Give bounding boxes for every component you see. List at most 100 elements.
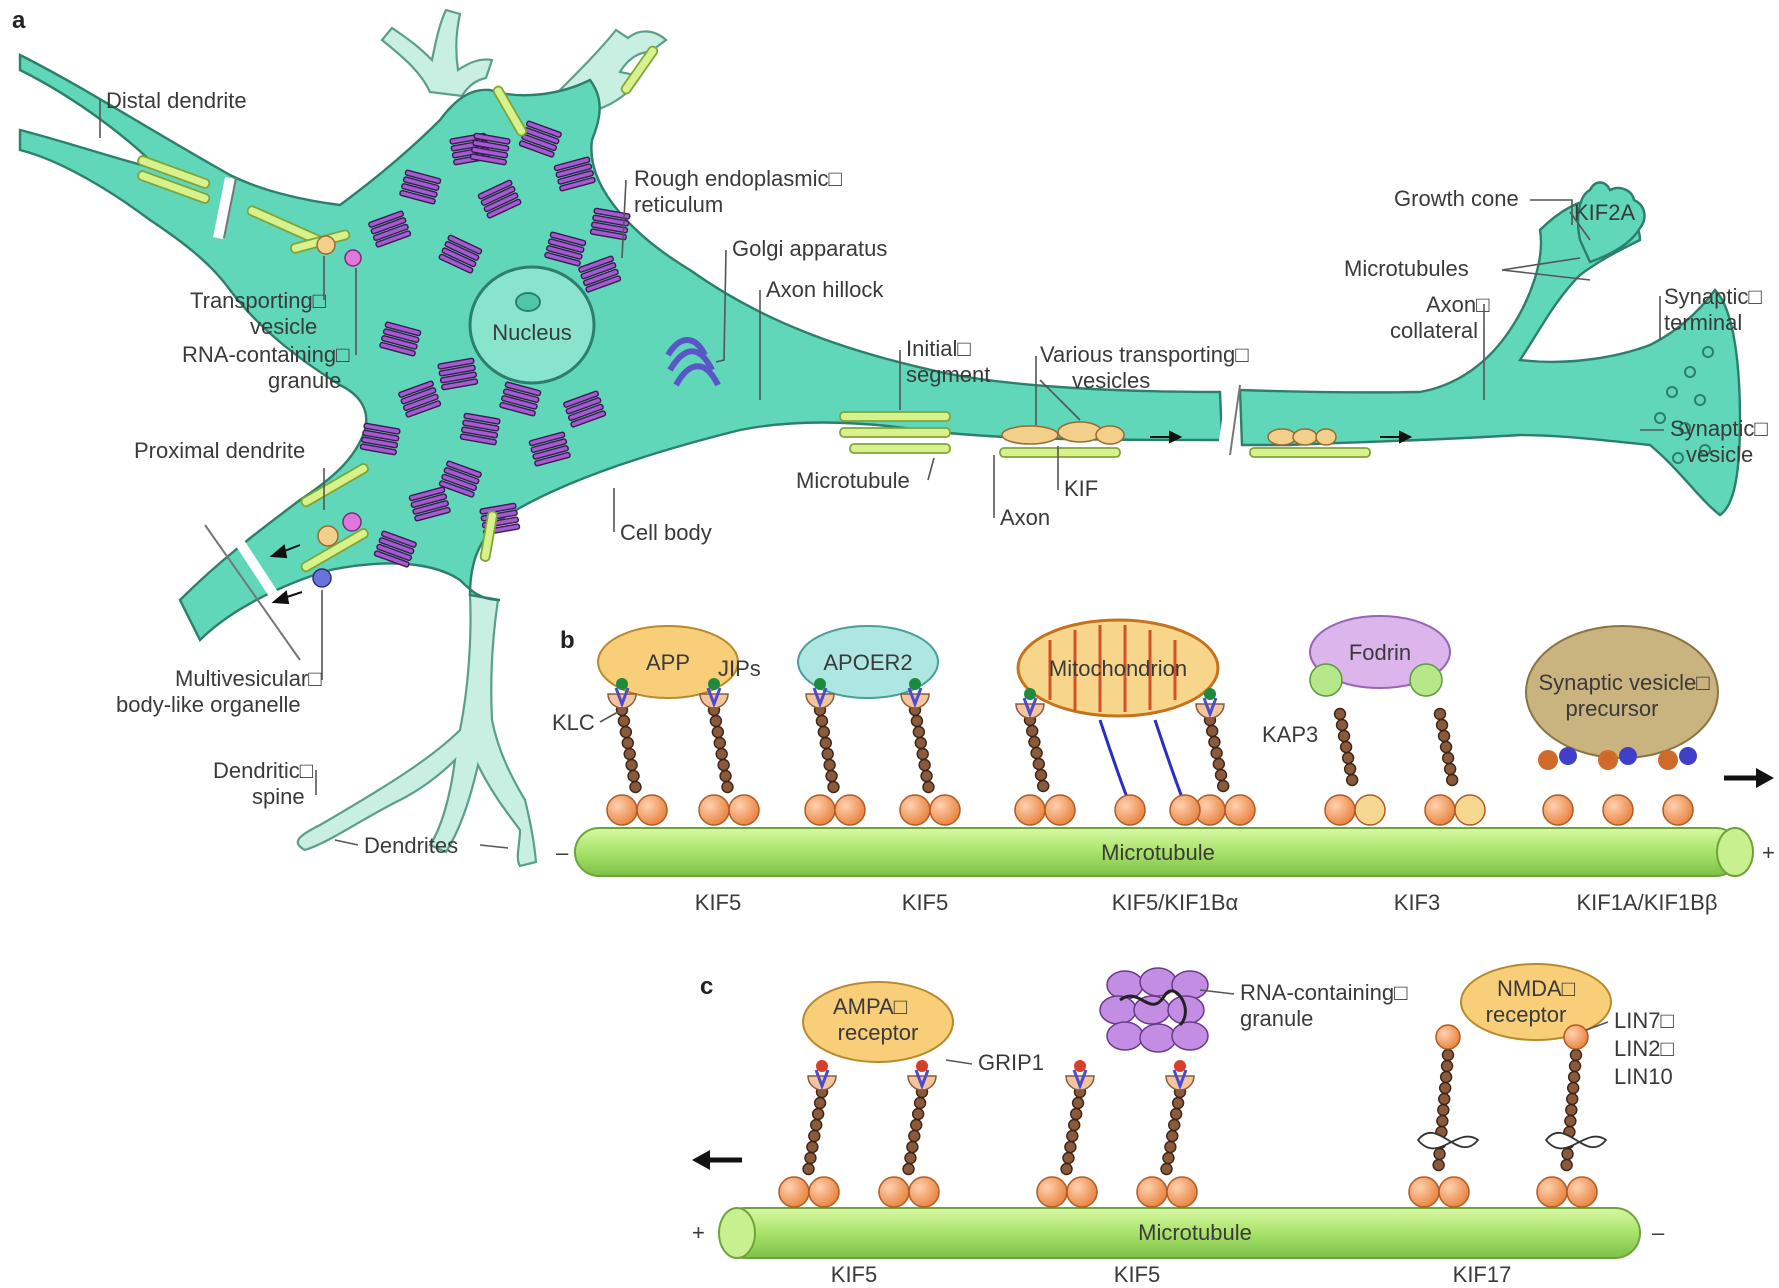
label-cell-body: Cell body (620, 520, 712, 545)
label-various-vesicles-2: vesicles (1072, 368, 1150, 393)
kif1b-head (1170, 795, 1200, 825)
microtubule-c: Microtubule + – (692, 1208, 1665, 1258)
motor-b-1: KIF5 (695, 890, 741, 915)
direction-arrow-c (692, 1150, 742, 1170)
kinesin-motor (879, 1060, 939, 1207)
kif1-neck (1559, 747, 1577, 765)
kinesin-motor (1409, 1025, 1478, 1207)
panel-a: a Nucleus (12, 7, 1768, 866)
kif1-adaptor (1538, 750, 1558, 770)
lin-complex (1418, 1133, 1478, 1149)
upper-dendrite-branch (382, 10, 492, 96)
label-transporting-vesicle-1: Transporting□ (190, 288, 326, 313)
label-rna-granule-1: RNA-containing□ (182, 342, 349, 367)
label-klc: KLC (552, 710, 595, 735)
cargo-ampa-label-1: AMPA□ (833, 994, 907, 1019)
cargo-synaptic-vesicle-precursor: Synaptic vesicle□ precursor (1526, 626, 1718, 758)
cargo-mito-label: Mitochondrion (1049, 656, 1187, 681)
panel-c-label: c (700, 973, 713, 1000)
label-synaptic-vesicle-2: vesicle (1686, 442, 1753, 467)
kap3-globe (1310, 664, 1342, 696)
cargo-nmda-label-2: receptor (1486, 1002, 1567, 1027)
motor-c-3: KIF17 (1453, 1262, 1512, 1287)
distal-axon-shape (1240, 198, 1740, 515)
motor-b-2: KIF5 (902, 890, 948, 915)
kinesin-motor (1537, 1025, 1606, 1207)
label-kif2a: KIF2A (1574, 200, 1635, 225)
lower-dendrite-tree (298, 595, 536, 866)
panel-b-label: b (560, 627, 575, 654)
kinesin-motor (779, 1060, 839, 1207)
kinesin-motor (1195, 688, 1255, 825)
kap3-globe (1410, 664, 1442, 696)
microtubule-b-label: Microtubule (1101, 840, 1215, 865)
label-kif: KIF (1064, 476, 1098, 501)
kif1-head (1663, 795, 1693, 825)
label-axon-collateral-2: collateral (1390, 318, 1478, 343)
label-synaptic-terminal-2: terminal (1664, 310, 1742, 335)
rna-granule-label-2: granule (1240, 1006, 1313, 1031)
label-initial-segment-2: segment (906, 362, 990, 387)
label-rough-er-1: Rough endoplasmic□ (634, 166, 842, 191)
microtubule-b: Microtubule – + (556, 828, 1775, 876)
kif1-head (1543, 795, 1573, 825)
label-microtubules: Microtubules (1344, 256, 1469, 281)
kinesin-motor (805, 678, 865, 825)
kinesin-motor (1425, 709, 1485, 826)
cargo-apoer2-label: APOER2 (823, 650, 912, 675)
kinesin-motor (900, 678, 960, 825)
motor-b-5: KIF1A/KIF1Bβ (1576, 890, 1717, 915)
cargo-rna-granule: RNA-containing□ granule (1100, 968, 1407, 1052)
lin-complex (1546, 1133, 1606, 1149)
kif1-neck (1679, 747, 1697, 765)
kif1b-linker (1100, 720, 1130, 805)
kif17-tail (1436, 1025, 1460, 1049)
panel-a-label: a (12, 7, 26, 34)
label-initial-segment-1: Initial□ (906, 336, 971, 361)
kinesin-motor (1325, 709, 1385, 826)
label-axon-hillock: Axon hillock (766, 277, 884, 302)
cargo-app-label: APP (646, 650, 690, 675)
kif1b-head (1115, 795, 1145, 825)
kinesin-motor (699, 678, 759, 825)
cargo-fodrin-label: Fodrin (1349, 640, 1411, 665)
cargo-nmda-label-1: NMDA□ (1497, 976, 1575, 1001)
label-various-vesicles-1: Various transporting□ (1040, 342, 1249, 367)
label-rna-granule-2: granule (268, 368, 341, 393)
nucleus: Nucleus (470, 267, 594, 383)
motor-names-c: KIF5 KIF5 KIF17 (831, 1262, 1512, 1287)
label-dendritic-spine-1: Dendritic□ (213, 758, 313, 783)
kinesin-motor (607, 678, 667, 825)
label-dendrites: Dendrites (364, 833, 458, 858)
nucleus-label: Nucleus (492, 320, 571, 345)
cargo-mitochondrion: Mitochondrion (1018, 620, 1218, 716)
rna-granule-label-1: RNA-containing□ (1240, 980, 1407, 1005)
label-growth-cone: Growth cone (1394, 186, 1519, 211)
kif1-adaptor (1598, 750, 1618, 770)
plus-end-b: + (1762, 840, 1775, 865)
motor-b-4: KIF3 (1394, 890, 1440, 915)
label-synaptic-terminal-1: Synaptic□ (1664, 284, 1762, 309)
microtubule-c-label: Microtubule (1138, 1220, 1252, 1245)
label-transporting-vesicle-2: vesicle (250, 314, 317, 339)
cargo-svp-label-2: precursor (1566, 696, 1659, 721)
motor-c-1: KIF5 (831, 1262, 877, 1287)
kif1-neck (1619, 747, 1637, 765)
label-axon: Axon (1000, 505, 1050, 530)
cargo-ampa-receptor: AMPA□ receptor (803, 982, 953, 1062)
label-distal-dendrite: Distal dendrite (106, 88, 247, 113)
kif17-tail (1564, 1025, 1588, 1049)
motor-c-2: KIF5 (1114, 1262, 1160, 1287)
label-dendritic-spine-2: spine (252, 784, 305, 809)
label-proximal-dendrite: Proximal dendrite (134, 438, 305, 463)
label-kap3: KAP3 (1262, 722, 1318, 747)
direction-arrow-b (1724, 768, 1774, 788)
panel-b: b Microtubule – + APP APOER2 Mitochondri… (552, 616, 1775, 915)
kif1b-linker (1155, 720, 1185, 805)
label-synaptic-vesicle-1: Synaptic□ (1670, 416, 1768, 441)
kif1-adaptor (1658, 750, 1678, 770)
label-grip1: GRIP1 (978, 1050, 1044, 1075)
label-mvb-1: Multivesicular□ (175, 666, 322, 691)
label-rough-er-2: reticulum (634, 192, 723, 217)
